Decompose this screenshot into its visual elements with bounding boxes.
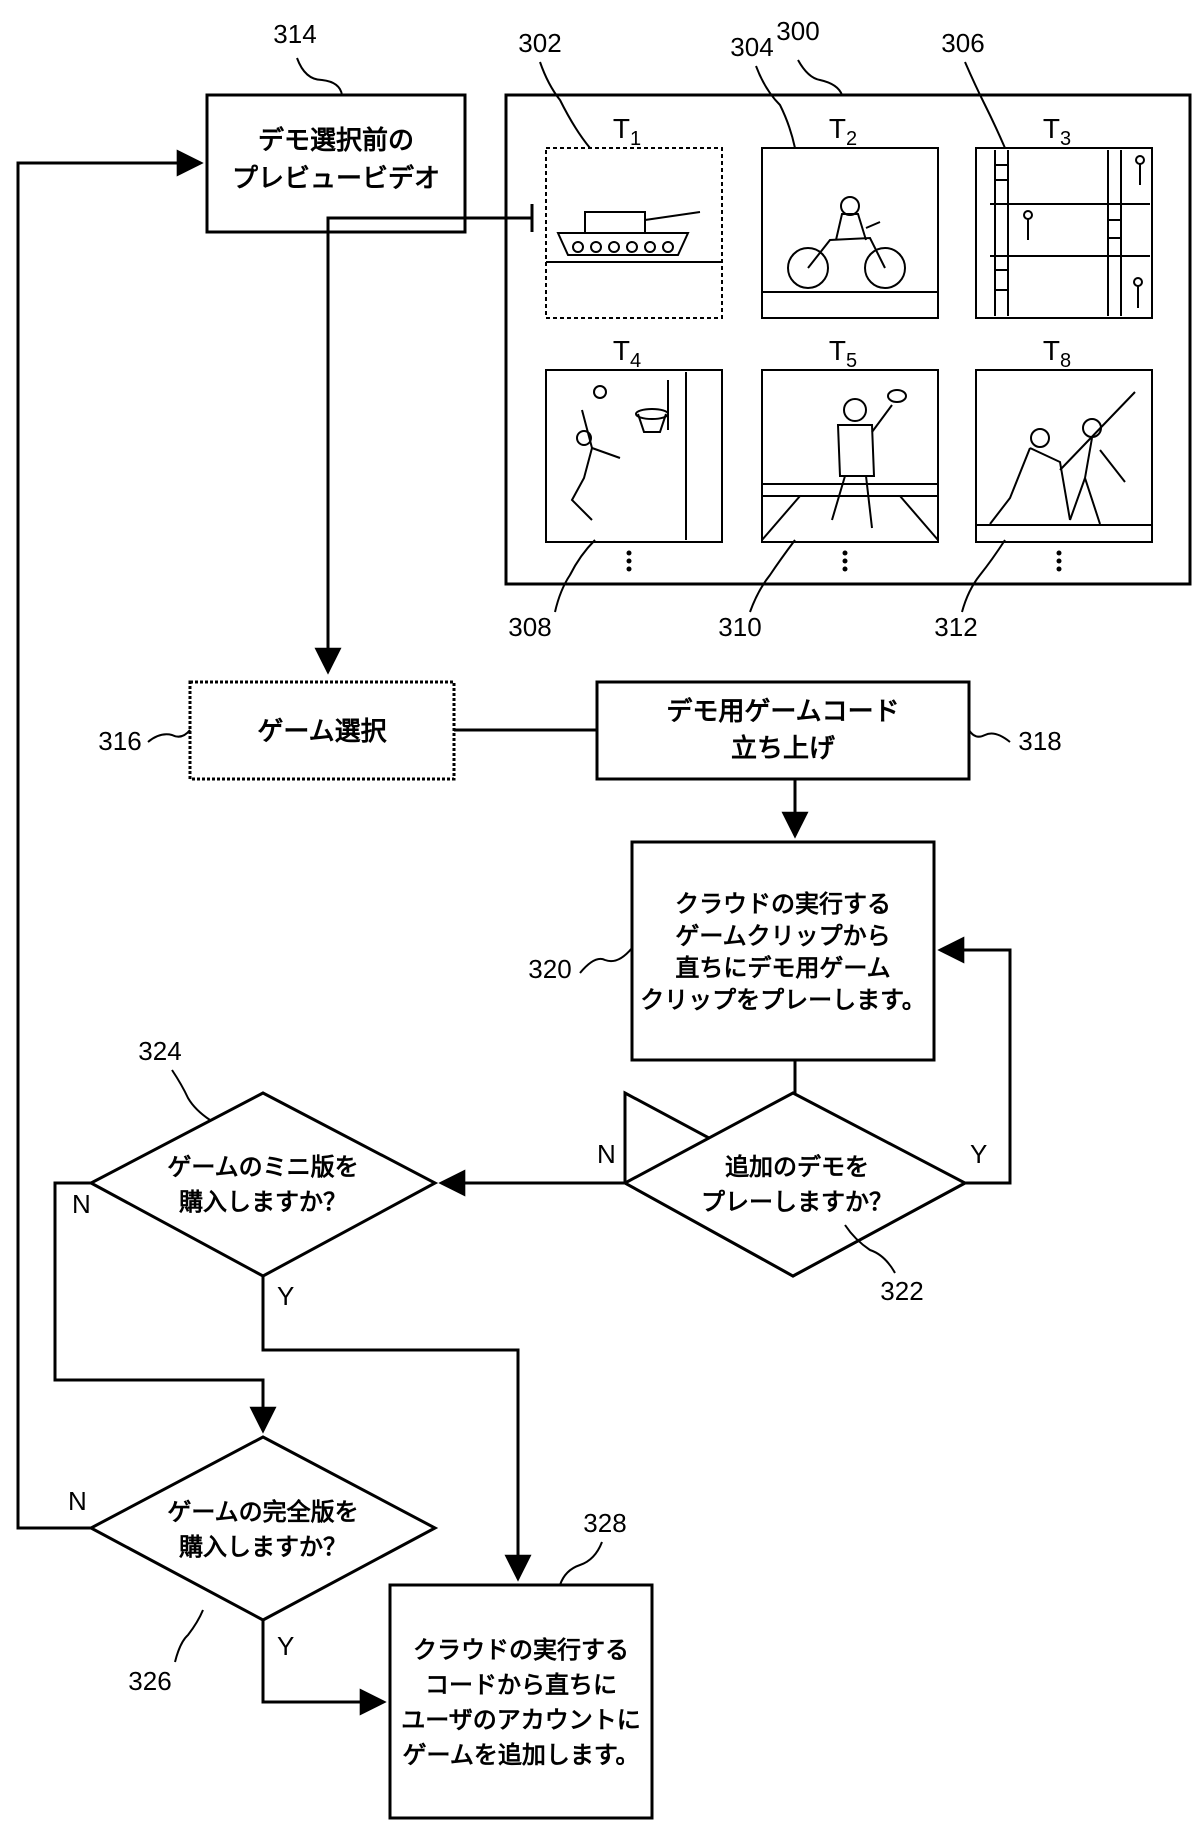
ref-320: 320 (528, 954, 571, 984)
ref-312: 312 (934, 612, 977, 642)
launch-line-1: デモ用ゲームコード (666, 696, 899, 727)
mini-yes-label: Y (277, 1281, 294, 1311)
tile-label-4: T4 (613, 335, 641, 372)
mini-no-label: N (72, 1189, 91, 1219)
ladder-platform-icon (990, 150, 1150, 316)
ref-326: 326 (128, 1666, 171, 1696)
box-preview (205, 93, 467, 234)
tile-label-sub-5: 5 (846, 350, 857, 372)
tile-t5[interactable] (761, 369, 939, 543)
connectors (16, 149, 1012, 1716)
tile-label-sub-6: 8 (1060, 350, 1071, 372)
thumbnail-panel (504, 93, 1192, 586)
box-play-clip (630, 840, 936, 1062)
more-demo-line-1: 追加のデモを (725, 1153, 869, 1181)
ref-300: 300 (776, 16, 819, 46)
play-clip-line-1: クラウドの実行する (675, 890, 891, 918)
preview-line-2: プレビュービデオ (232, 163, 440, 194)
ref-304: 304 (730, 32, 773, 62)
more-demo-no-label: N (597, 1139, 616, 1169)
tile-t3[interactable] (975, 147, 1153, 319)
full-no-label: N (68, 1486, 87, 1516)
preview-line-1: デモ選択前の (258, 125, 414, 156)
full-line-1: ゲームの完全版を (167, 1498, 358, 1526)
more-tiles-indicator (626, 550, 1062, 572)
play-clip-line-3: 直ちにデモ用ゲーム (675, 954, 890, 982)
ref-310: 310 (718, 612, 761, 642)
game-select-label: ゲーム選択 (257, 717, 387, 747)
diamond-more-demo-shape (621, 1091, 969, 1278)
ref-322: 322 (880, 1276, 923, 1306)
mini-line-2: 購入しますか？ (179, 1188, 347, 1216)
ref-324: 324 (138, 1036, 181, 1066)
diamond-full-version (87, 1435, 439, 1622)
motorcycle-icon (762, 196, 938, 293)
tile-label-sub-2: 2 (846, 128, 857, 150)
ref-316: 316 (98, 726, 141, 756)
add-game-line-4: ゲームを追加します。 (403, 1741, 640, 1769)
tile-label-3: T3 (1043, 113, 1071, 150)
play-clip-line-2: ゲームクリップから (675, 922, 890, 950)
tile-t8[interactable] (975, 369, 1153, 543)
mini-line-1: ゲームのミニ版を (167, 1153, 358, 1181)
full-yes-label: Y (277, 1631, 294, 1661)
more-demo-yes-label: Y (970, 1139, 987, 1169)
ref-leaders (147, 57, 1011, 1663)
box-add-game (388, 1583, 654, 1820)
add-game-line-2: コードから直ちに (425, 1671, 617, 1699)
ref-306: 306 (941, 28, 984, 58)
tank-icon (546, 211, 722, 263)
tile-label-sub-1: 1 (630, 128, 641, 150)
ref-314: 314 (273, 19, 316, 49)
tile-label-6: T8 (1043, 335, 1071, 372)
tile-label-2: T2 (829, 113, 857, 150)
box-preview-text: デモ選択前の プレビュービデオ (232, 125, 440, 194)
basketball-icon (570, 372, 687, 540)
tile-label-1: T1 (613, 113, 641, 150)
tile-label-sub-3: 3 (1060, 128, 1071, 150)
football-player-icon (761, 389, 939, 541)
sword-fighters-icon (976, 391, 1152, 526)
ref-318: 318 (1018, 726, 1061, 756)
tile-t4[interactable] (545, 369, 723, 543)
more-demo-line-2: プレーしますか？ (701, 1188, 893, 1216)
tile-label-5: T5 (829, 335, 857, 372)
tile-t2[interactable] (761, 147, 939, 319)
ref-328: 328 (583, 1508, 626, 1538)
add-game-line-1: クラウドの実行する (413, 1636, 629, 1664)
ref-308: 308 (508, 612, 551, 642)
play-clip-line-4: クリップをプレーします。 (640, 986, 926, 1014)
add-game-line-3: ユーザのアカウントに (401, 1706, 641, 1734)
launch-line-2: 立ち上げ (731, 733, 836, 764)
tile-t1[interactable] (545, 147, 723, 319)
ref-302: 302 (518, 28, 561, 58)
tile-label-sub-4: 4 (630, 350, 641, 372)
diamond-mini-version (87, 1091, 439, 1278)
full-line-2: 購入しますか？ (179, 1533, 347, 1561)
